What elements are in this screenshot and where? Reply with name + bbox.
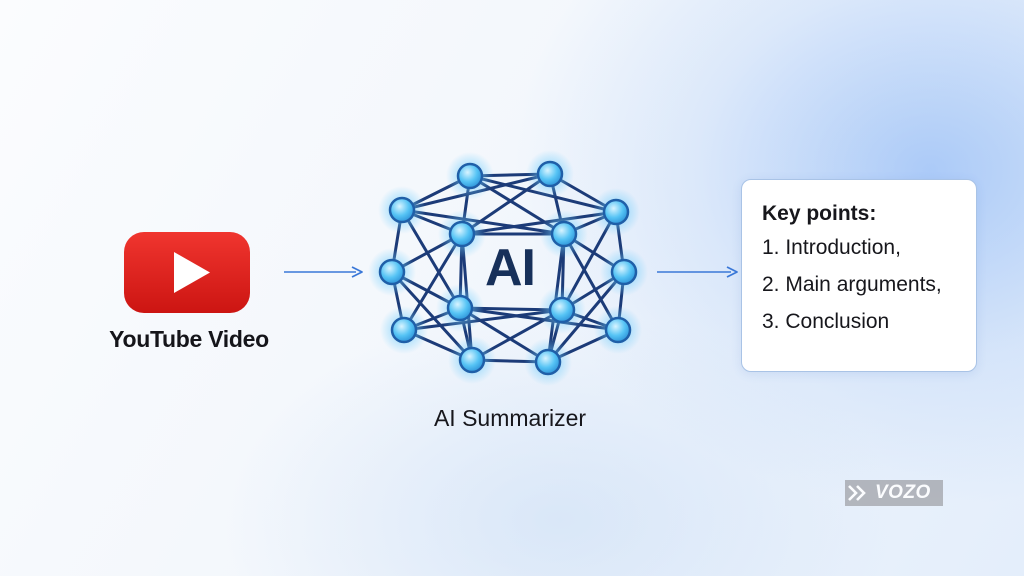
network-node — [536, 160, 564, 188]
key-point-item: 1. Introduction, — [762, 236, 901, 259]
flow-arrow-to-summarizer — [284, 266, 363, 278]
key-point-item: 2. Main arguments, — [762, 273, 942, 296]
network-node — [604, 316, 632, 344]
network-edge — [460, 210, 618, 236]
ai-summarizer-label: AI Summarizer — [433, 405, 587, 431]
network-node — [388, 196, 416, 224]
vozo-chevron-icon — [848, 485, 866, 501]
key-point-item: 3. Conclusion — [762, 310, 890, 333]
flow-arrow-to-output — [657, 266, 738, 278]
network-edge — [400, 208, 566, 236]
network-node — [378, 258, 406, 286]
key-points-list: 1. Introduction, 2. Main arguments, 3. C… — [762, 236, 976, 334]
key-points-card: Key points: 1. Introduction, 2. Main arg… — [741, 179, 977, 372]
vozo-watermark: VOZO — [845, 480, 943, 506]
network-node — [390, 316, 418, 344]
network-node — [456, 162, 484, 190]
youtube-video-label: YouTube Video — [109, 326, 269, 352]
network-edge — [458, 306, 620, 332]
network-edge — [402, 308, 564, 332]
network-node — [446, 294, 474, 322]
youtube-logo-icon — [124, 232, 250, 313]
network-node — [458, 346, 486, 374]
network-node — [550, 220, 578, 248]
network-node — [548, 296, 576, 324]
key-points-title: Key points: — [762, 202, 877, 225]
network-node — [534, 348, 562, 376]
neural-network-icon — [368, 150, 648, 386]
network-node — [602, 198, 630, 226]
network-node — [610, 258, 638, 286]
network-node — [448, 220, 476, 248]
ai-center-text: AI — [485, 239, 536, 297]
vozo-watermark-text: VOZO — [875, 482, 931, 503]
